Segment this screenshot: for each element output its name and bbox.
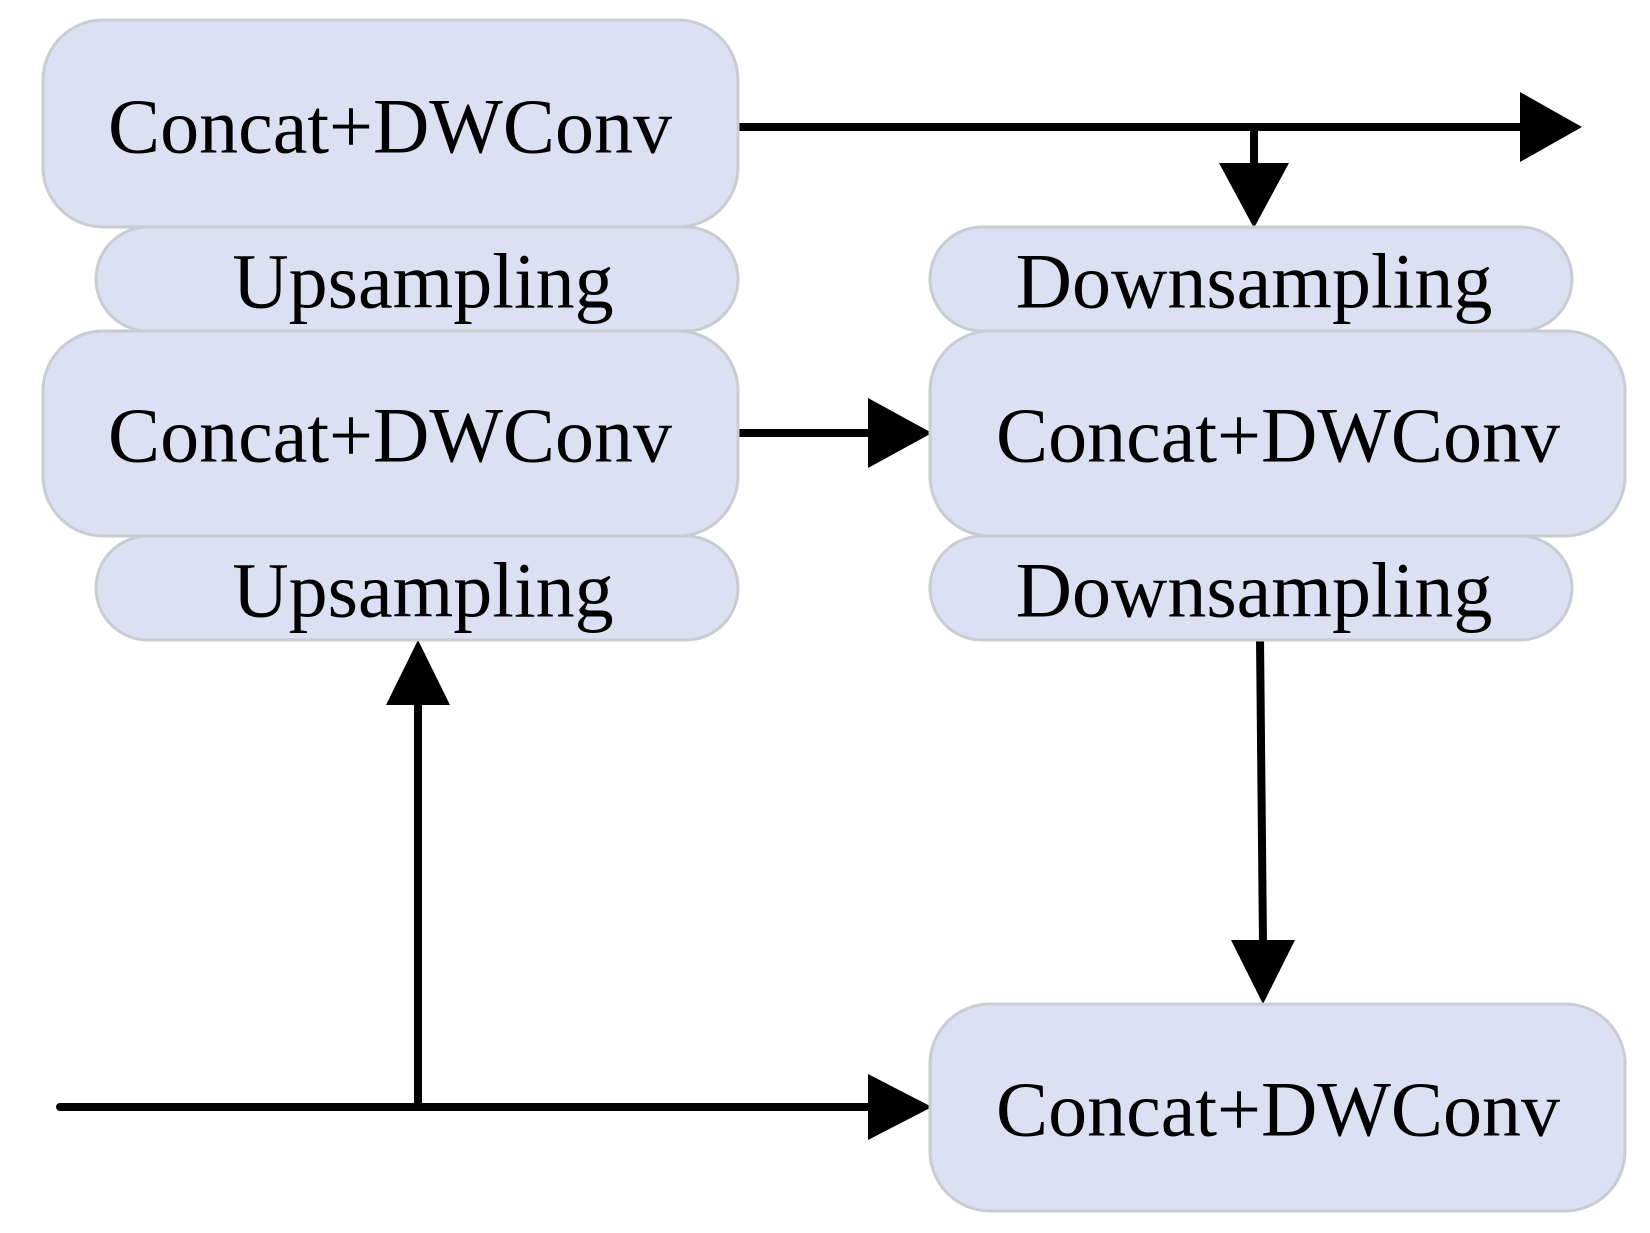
left-vertical-arrow-head [386,640,450,705]
node-label: Downsampling [1016,547,1493,634]
node-label: Concat+DWConv [996,392,1560,479]
node-label: Concat+DWConv [108,83,672,170]
node-left-upsampling-2: Upsampling [94,534,740,642]
node-left-middle: Concat+DWConv [41,329,740,538]
node-right-middle: Concat+DWConv [928,329,1627,538]
node-box [928,1002,1627,1213]
node-right-downsampling-2: Downsampling [928,534,1574,642]
node-label: Upsampling [232,547,613,634]
right-vertical-arrow-head [1231,940,1295,1004]
node-label: Concat+DWConv [108,392,672,479]
node-label: Upsampling [232,238,613,325]
node-label: Downsampling [1016,238,1493,325]
input-arrow-head [868,1074,932,1140]
node-left-top: Concat+DWConv [41,18,740,229]
branch-down-arrow-head [1219,163,1289,228]
right-vertical-edge-line [1256,634,1267,949]
node-right-bottom: Concat+DWConv [928,1002,1627,1213]
output-arrow-head [1520,92,1582,162]
node-right-downsampling-1: Downsampling [928,225,1574,333]
middle-lateral-arrow-head [868,398,932,468]
node-box [928,534,1574,642]
node-left-upsampling-1: Upsampling [94,225,740,333]
node-box [94,534,740,642]
node-label: Concat+DWConv [996,1066,1560,1153]
